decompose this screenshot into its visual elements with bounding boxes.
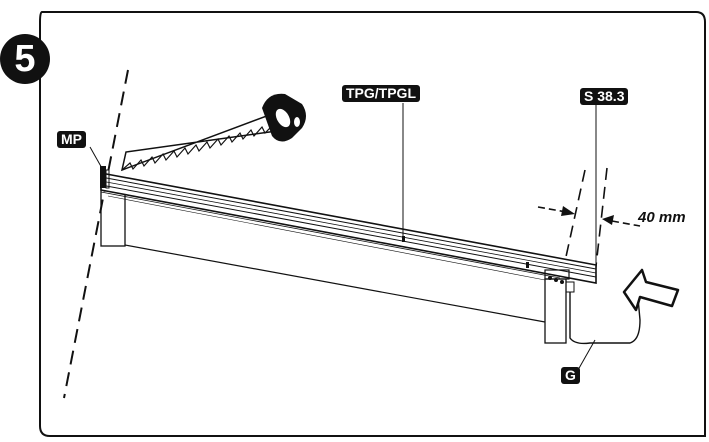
rail-marker-1 <box>402 236 405 242</box>
rail-line-4 <box>100 191 561 279</box>
rail-line-5 <box>107 195 546 281</box>
saw-icon <box>120 93 306 172</box>
rail-end-left-inner <box>105 169 110 189</box>
rail-line-2 <box>100 180 597 274</box>
lower-wall-line <box>124 244 546 323</box>
mp-leader <box>89 146 104 171</box>
label-s-38-3: S 38.3 <box>580 88 629 105</box>
rail-line-1 <box>100 176 597 270</box>
dimension-40mm <box>537 206 641 227</box>
frame-border <box>39 11 706 437</box>
left-dashed-line <box>63 69 129 399</box>
right-support <box>544 278 567 344</box>
step-number-badge: 5 <box>0 34 50 84</box>
rail-body <box>100 172 597 284</box>
label-tpg-tpgl: TPG/TPGL <box>342 85 420 102</box>
rail-end-left <box>100 166 106 188</box>
right-dashed-line-2 <box>594 167 608 276</box>
rail-line-3 <box>100 184 597 278</box>
dimension-text: 40 mm <box>638 209 686 226</box>
label-mp: MP <box>57 131 86 148</box>
cable-g <box>569 292 641 345</box>
g-leader <box>577 339 596 371</box>
label-g: G <box>561 367 580 384</box>
push-arrow-icon <box>622 268 680 312</box>
rail-marker-2 <box>526 262 529 268</box>
